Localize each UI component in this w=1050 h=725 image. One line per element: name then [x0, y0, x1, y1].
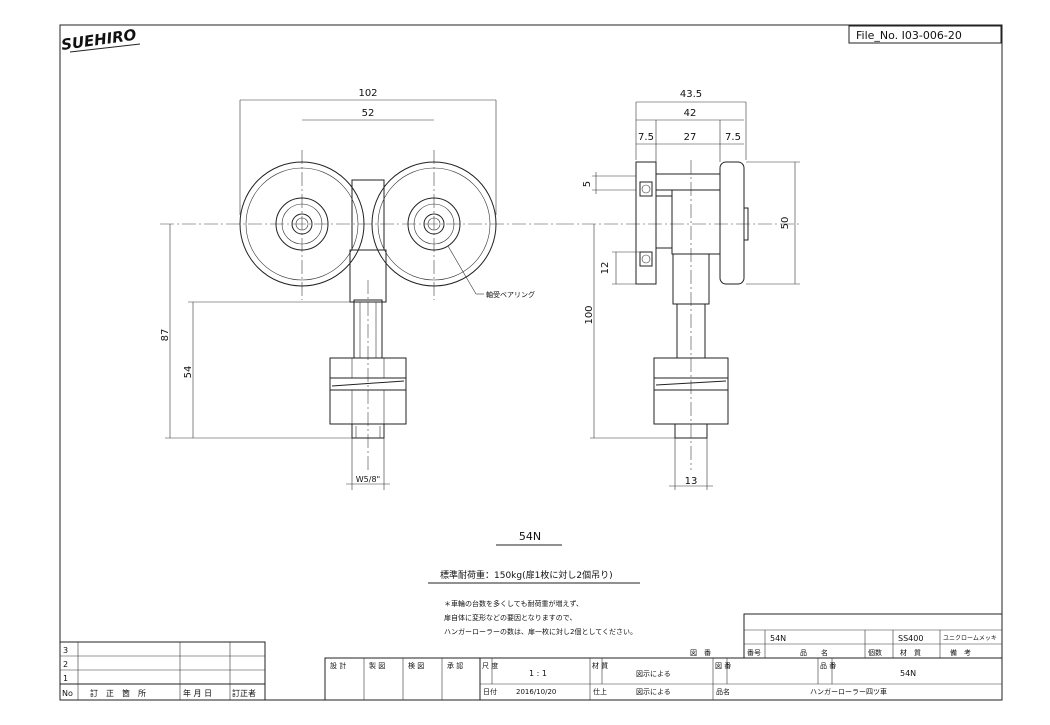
dim-13: 13 — [685, 476, 698, 487]
dim-87: 87 — [160, 329, 171, 342]
tb-scale-label: 尺 度 — [482, 661, 498, 670]
parts-name: 54N — [770, 634, 786, 643]
tb-part-no-value: 54N — [900, 669, 916, 678]
sheet-border — [59, 24, 1003, 701]
tb-material-label: 材 質 — [592, 661, 608, 670]
parts-header-drawing: 図 番 — [690, 649, 711, 657]
tb-date-label: 日付 — [483, 687, 497, 696]
rev-header-editor: 訂正者 — [232, 688, 256, 698]
tb-drafting: 製 図 — [369, 661, 385, 670]
tb-part-no-label: 品 番 — [820, 662, 836, 670]
dim-thread: W5/8" — [356, 475, 380, 484]
dim-54: 54 — [183, 366, 194, 379]
revision-table: 3 2 1 No 訂 正 箇 所 年 月 日 訂正者 — [59, 641, 266, 701]
parts-header-qty: 個数 — [868, 648, 882, 657]
dim-5: 5 — [582, 181, 593, 187]
dim-43-5: 43.5 — [680, 89, 702, 100]
parts-header-name: 品 名 — [800, 648, 828, 657]
tb-material-value: 図示による — [636, 670, 671, 678]
side-view: 43.5 42 7.5 27 7.5 5 50 12 100 13 — [560, 89, 800, 490]
parts-header-remark: 備 考 — [950, 648, 971, 657]
left-wheel — [239, 161, 365, 287]
tb-name-value: ハンガーローラー四ツ車 — [810, 687, 887, 696]
parts-material: SS400 — [898, 634, 923, 643]
right-wheel — [371, 161, 497, 287]
file-no-box — [848, 25, 1002, 44]
rev-header-date: 年 月 日 — [183, 688, 212, 698]
parts-header-no: 番号 — [747, 649, 761, 657]
tb-finish-label: 仕上 — [593, 687, 607, 696]
rev-header-no: No — [62, 689, 73, 698]
suehiro-logo: SUEHIRO — [60, 26, 141, 54]
dim-50: 50 — [780, 217, 791, 230]
parts-remark: ユニクロームメッキ — [943, 635, 997, 642]
dim-52: 52 — [362, 108, 375, 119]
logo-text: SUEHIRO — [60, 26, 138, 54]
load-rating: 標準耐荷重：150kg(扉1枚に対し2個吊り) — [440, 569, 613, 581]
dim-102: 102 — [358, 88, 377, 99]
parts-list: 54N SS400 ユニクロームメッキ 図 番 番号 品 名 個数 材 質 備 … — [690, 613, 1003, 659]
note-line-1: ＊車輪の台数を多くしても耐荷重が増えず、 — [444, 599, 583, 608]
tb-name-label: 品名 — [716, 687, 730, 696]
rev-row-1: 1 — [63, 674, 68, 683]
dim-100: 100 — [584, 305, 595, 324]
tb-finish-value: 図示による — [636, 688, 671, 696]
rev-header-location: 訂 正 箇 所 — [90, 688, 146, 698]
tb-design: 設 計 — [330, 661, 346, 670]
title-block: 設 計 製 図 検 図 承 認 尺 度 1 : 1 材 質 図示による 図 番 … — [324, 657, 1003, 701]
note-line-2: 扉自体に変形などの要因となりますので、 — [444, 613, 577, 622]
rev-row-3: 3 — [63, 646, 68, 655]
dim-27: 27 — [684, 132, 697, 143]
model-caption: 54N — [519, 530, 541, 543]
dim-7-5-right: 7.5 — [725, 132, 741, 143]
file-no: File_No. I03-006-20 — [856, 29, 962, 42]
note-line-3: ハンガーローラーの数は、扉一枚に対し2個としてください。 — [444, 627, 637, 636]
bearing-note: 軸受ベアリング — [486, 290, 535, 299]
dim-7-5-left: 7.5 — [638, 132, 654, 143]
tb-drawing-no-label: 図 番 — [715, 662, 731, 670]
dim-42: 42 — [684, 108, 697, 119]
tb-check: 検 図 — [408, 661, 424, 670]
tb-date-value: 2016/10/20 — [516, 688, 556, 696]
parts-header-material: 材 質 — [900, 648, 921, 657]
dim-12: 12 — [600, 262, 611, 275]
front-view: 102 52 87 54 W5/8" 軸受ベアリング — [160, 88, 560, 490]
rev-row-2: 2 — [63, 660, 68, 669]
tb-scale-value: 1 : 1 — [529, 669, 547, 678]
tb-approve: 承 認 — [447, 661, 463, 670]
